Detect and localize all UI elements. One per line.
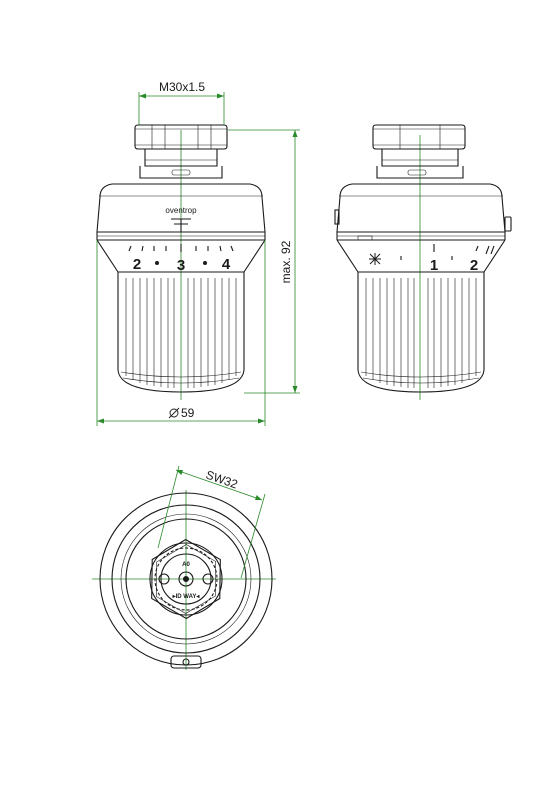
top-center-pin bbox=[178, 571, 194, 587]
diameter-icon bbox=[168, 407, 180, 419]
front-view: oventrop 2 3 4 bbox=[96, 124, 266, 400]
front-ribs bbox=[120, 278, 242, 388]
front-scale-ticks bbox=[128, 244, 234, 265]
dimension-diameter: 59 bbox=[96, 240, 266, 426]
front-cap bbox=[96, 183, 266, 233]
side-scale-mark-2: 2 bbox=[470, 257, 478, 274]
dimension-thread: M30x1.5 bbox=[138, 80, 225, 125]
top-label-a0: A0 bbox=[182, 562, 190, 568]
side-scale-mark-1: 1 bbox=[430, 257, 438, 274]
side-scale-ring bbox=[336, 239, 506, 273]
top-hex-nut bbox=[151, 538, 221, 620]
side-nut bbox=[372, 124, 466, 150]
side-cap bbox=[336, 183, 506, 233]
front-scale-mark-2: 2 bbox=[133, 256, 141, 273]
side-scale-ticks bbox=[400, 244, 495, 260]
front-scale-mark-4: 4 bbox=[222, 256, 231, 273]
dimension-height-label: max. 92 bbox=[279, 240, 293, 283]
top-label-bottom: ▸ID WAY◂ bbox=[172, 594, 201, 600]
side-neck bbox=[381, 149, 459, 167]
top-second-ring bbox=[111, 504, 261, 654]
front-scale-mark-3: 3 bbox=[177, 257, 185, 274]
brand-logo-text: oventrop bbox=[165, 206, 197, 215]
front-neck bbox=[144, 149, 218, 167]
side-ribs bbox=[360, 278, 482, 388]
dimension-thread-label: M30x1.5 bbox=[159, 80, 205, 94]
snowflake-icon bbox=[369, 253, 381, 265]
front-nut bbox=[134, 124, 228, 150]
dimension-diameter-label: 59 bbox=[181, 406, 195, 420]
front-scale-ring bbox=[96, 239, 266, 273]
top-latch bbox=[170, 655, 202, 669]
top-view: A0 ▸ID WAY◂ bbox=[92, 490, 276, 670]
side-button bbox=[504, 216, 512, 232]
front-ribbed-body bbox=[117, 272, 245, 393]
side-view: 1 2 bbox=[334, 124, 512, 400]
top-inner-knob bbox=[149, 542, 223, 616]
dimension-height: max. 92 bbox=[228, 129, 300, 394]
side-latch bbox=[334, 209, 340, 225]
side-ribbed-body bbox=[357, 272, 485, 393]
dimension-wrench-size-label: SW32 bbox=[204, 468, 240, 492]
brand-logo-icon bbox=[171, 218, 191, 232]
